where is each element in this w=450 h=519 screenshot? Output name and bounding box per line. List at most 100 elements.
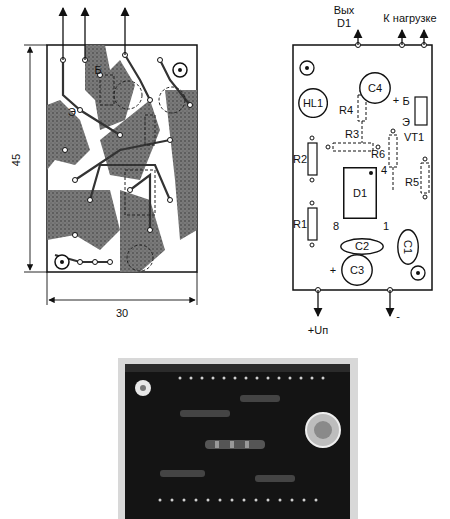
pcb-drawing-part	[293, 45, 432, 290]
solder-dot	[322, 377, 325, 380]
part-label: C2	[355, 240, 369, 252]
solder-dot	[289, 377, 292, 380]
solder-dot	[256, 377, 259, 380]
solder-dot	[234, 377, 237, 380]
pcb-drawing-part	[88, 198, 93, 203]
chip-outline	[344, 168, 377, 219]
capacitor-outline: C1	[397, 229, 419, 265]
pcb-drawing-part	[205, 440, 265, 449]
solder-dot	[300, 377, 303, 380]
solder-dot	[303, 499, 306, 502]
chip-outline: D1	[343, 167, 377, 219]
pcb-drawing-part	[362, 121, 363, 143]
capacitor-outline	[398, 230, 418, 264]
pcb-drawing-part	[61, 53, 193, 265]
pcb-drawing-part	[108, 260, 113, 265]
pcb-drawing-part	[423, 195, 427, 199]
pcb-drawing-part	[47, 190, 120, 250]
pcb-drawing-part	[300, 61, 314, 75]
pcb-drawing-part	[55, 255, 69, 269]
solder-dot	[245, 377, 248, 380]
part-label: R3	[345, 128, 359, 140]
pcb-drawing-part	[158, 58, 163, 63]
pcb-drawing-part	[215, 441, 219, 448]
part-label: C3	[350, 264, 364, 276]
pcb-drawing-part	[120, 190, 165, 272]
led-outline	[299, 89, 328, 118]
pcb-drawing-part	[63, 60, 120, 135]
pcb-drawing-part	[416, 271, 420, 275]
pin-name: Б	[94, 64, 101, 76]
solder-dot	[207, 499, 210, 502]
pcb-drawing-part	[389, 135, 397, 167]
pcb-drawing-part	[78, 108, 83, 113]
solder-dot	[255, 499, 258, 502]
pcb-drawing-part	[47, 100, 90, 170]
pcb-drawing-part	[318, 30, 424, 316]
pcb-drawing-part	[47, 45, 197, 272]
signal-name: К нагрузке	[383, 12, 436, 24]
solder-dot	[201, 377, 204, 380]
pcb-drawing-part	[130, 175, 150, 230]
pcb-drawing-part	[78, 260, 83, 265]
pcb-drawing-part	[148, 228, 153, 233]
pin-key-dot	[369, 171, 373, 175]
pcb-drawing-part	[73, 178, 78, 183]
pcb-drawing-part	[125, 55, 150, 100]
pcb-drawing-part	[24, 45, 47, 46]
pcb-drawing-part	[49, 300, 195, 301]
solder-dot	[267, 377, 270, 380]
solder-dot	[179, 377, 182, 380]
polarity-mark: +	[393, 94, 399, 106]
capacitor-outline: C3	[341, 254, 373, 286]
supply-terminal: -	[396, 310, 400, 322]
pcb-drawing-part	[47, 272, 48, 305]
pin-name: Э	[68, 106, 76, 118]
pcb-drawing-part	[308, 143, 317, 175]
pcb-drawing-part	[310, 136, 314, 140]
pcb-drawing-part	[124, 8, 125, 55]
pcb-drawing-part	[168, 198, 173, 203]
part-label: R2	[293, 153, 307, 165]
pcb-drawing-part	[114, 81, 142, 109]
pcb-drawing-part	[73, 233, 78, 238]
led-outline: HL1	[298, 88, 328, 118]
pcb-drawing-part	[60, 260, 64, 264]
pcb-drawing-part	[415, 97, 427, 125]
pcb-drawing-part	[240, 395, 280, 402]
pcb-drawing-part	[326, 145, 330, 149]
pcb-component-side	[293, 30, 432, 316]
solder-dot	[315, 499, 318, 502]
pcb-drawing-part	[135, 380, 151, 396]
pcb-drawing-part	[197, 272, 198, 305]
pin-number: 1	[383, 220, 389, 232]
pcb-drawing-part	[391, 129, 395, 133]
part-label: D1	[353, 187, 367, 199]
part-label: VT1	[404, 131, 424, 143]
pcb-drawing-part	[306, 413, 340, 447]
pcb-drawing-part	[245, 441, 249, 448]
supply-terminal: +Uп	[308, 324, 328, 336]
solder-dot	[223, 377, 226, 380]
pcb-drawing-part	[140, 385, 146, 391]
pcb-drawing-part	[421, 163, 429, 193]
polarity-mark: +	[330, 264, 336, 276]
pcb-drawing-part	[168, 138, 173, 143]
pcb-drawing-part	[100, 75, 114, 105]
pcb-drawing-part	[401, 30, 402, 45]
dimension-lines	[24, 45, 197, 305]
board-photo	[118, 358, 358, 519]
pcb-drawing-part	[125, 170, 155, 215]
pcb-drawing-part	[357, 30, 358, 45]
dimension: 45	[10, 154, 22, 166]
signal-name: D1	[337, 17, 351, 29]
dimension: 30	[116, 307, 128, 319]
solder-dot	[243, 499, 246, 502]
pcb-drawing-part	[55, 55, 190, 262]
part-label: HL1	[303, 97, 323, 109]
pcb-drawing-part	[159, 87, 185, 113]
solder-dot	[195, 499, 198, 502]
pcb-drawing-part	[188, 103, 193, 108]
capacitor-outline: C4	[359, 72, 391, 104]
solder-dot	[159, 499, 162, 502]
